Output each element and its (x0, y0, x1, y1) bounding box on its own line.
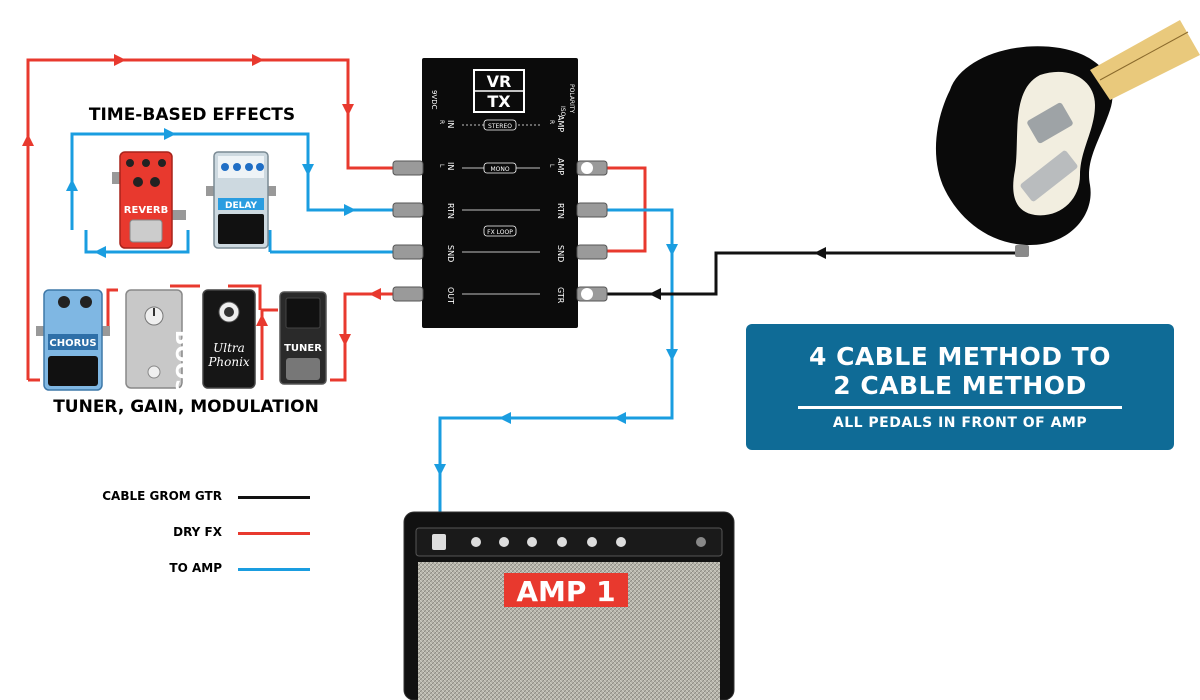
chorus-pedal: CHORUS (36, 289, 110, 391)
right-channel-l: L (548, 164, 555, 168)
legend-item-to-amp: TO AMP (60, 559, 310, 579)
vrtx-unit: VR TX 9VDC POLARITY ISO STEREO MONO FX L… (392, 58, 608, 328)
legend-item-cable-from-gtr: CABLE GROM GTR (60, 487, 310, 507)
delay-label: DELAY (225, 201, 257, 211)
left-label-in-r: IN (446, 120, 455, 128)
panel-divider (798, 406, 1122, 409)
legend-item-dry-fx: DRY FX (60, 523, 310, 543)
logo-bottom-text: TX (487, 92, 511, 111)
legend-label: TO AMP (169, 561, 222, 575)
vrtx-jacks (392, 160, 608, 302)
time-based-effects-label: TIME-BASED EFFECTS (89, 105, 295, 125)
panel-title-line2: 2 CABLE METHOD (833, 371, 1087, 400)
left-label-in-l: IN (446, 162, 455, 170)
ultra-label-line1: Ultra (213, 341, 245, 355)
right-label-amp-l: AMP (556, 158, 565, 175)
guitar-illustration (935, 20, 1200, 257)
stereo-label: STEREO (488, 123, 512, 130)
boost-pedal: BOOST (125, 289, 195, 408)
boost-label: BOOST (171, 330, 195, 408)
right-label-amp-r: AMP (556, 115, 565, 132)
legend-swatch-blue (238, 568, 310, 571)
legend-label: CABLE GROM GTR (102, 489, 222, 503)
amp-label: AMP 1 (516, 575, 615, 608)
chorus-label: CHORUS (49, 338, 96, 349)
blue-cables (66, 128, 678, 528)
left-channel-l: L (438, 164, 445, 168)
ultra-label-line2: Phonix (207, 355, 250, 369)
left-channel-r: R (438, 120, 445, 124)
polarity-label: POLARITY (568, 84, 575, 114)
right-channel-r: R (548, 120, 555, 124)
delay-pedal: DELAY (206, 151, 276, 249)
legend-swatch-red (238, 532, 310, 535)
vrtx-logo: VR TX (473, 69, 525, 113)
tuner-gain-modulation-label: TUNER, GAIN, MODULATION (53, 397, 319, 417)
left-label-out: OUT (446, 287, 455, 304)
fx-loop-label: FX LOOP (487, 229, 513, 236)
tuner-pedal: TUNER (279, 291, 327, 385)
left-label-rtn: RTN (446, 203, 455, 219)
legend-swatch-black (238, 496, 310, 499)
dc-label: 9VDC (430, 90, 438, 110)
ultra-phonix-pedal: Ultra Phonix (202, 289, 256, 389)
red-cables (22, 54, 647, 382)
reverb-pedal: REVERB (112, 151, 186, 249)
right-label-gtr: GTR (556, 287, 565, 304)
tuner-label: TUNER (284, 343, 322, 354)
panel-title-line1: 4 CABLE METHOD TO (808, 342, 1111, 371)
left-label-snd: SND (446, 245, 455, 262)
legend-label: DRY FX (173, 525, 222, 539)
reverb-label: REVERB (124, 205, 168, 216)
mono-label: MONO (490, 166, 509, 173)
logo-top-text: VR (487, 72, 512, 91)
panel-subtitle: ALL PEDALS IN FRONT OF AMP (832, 415, 1088, 431)
right-label-rtn: RTN (556, 203, 565, 219)
black-cables (596, 247, 1022, 300)
amp-illustration: AMP 1 (403, 511, 735, 700)
right-label-snd: SND (556, 245, 565, 262)
method-info-panel: 4 CABLE METHOD TO 2 CABLE METHOD ALL PED… (746, 324, 1174, 450)
iso-label: ISO (559, 106, 566, 117)
